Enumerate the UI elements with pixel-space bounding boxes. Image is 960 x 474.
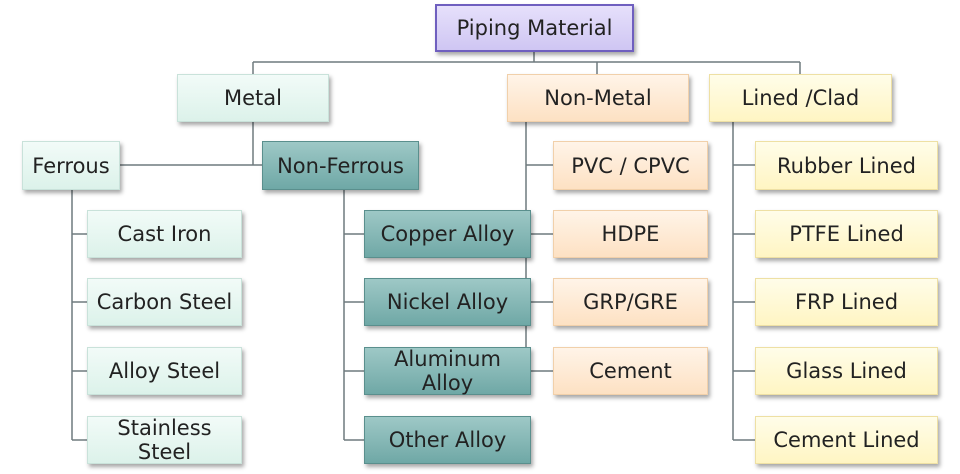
lined-item: FRP Lined [755,278,938,326]
ferrous-item: Stainless Steel [87,416,242,464]
ferrous-item: Alloy Steel [87,347,242,395]
non-ferrous-item-label: Nickel Alloy [386,290,509,314]
ferrous-item: Carbon Steel [87,278,242,326]
non-ferrous-item-label: Copper Alloy [380,222,515,246]
ferrous-item-label: Stainless Steel [117,416,212,464]
non-ferrous-item: Other Alloy [364,416,531,464]
root-node: Piping Material [435,4,634,52]
non-ferrous-node: Non-Ferrous [262,141,419,190]
ferrous-item: Cast Iron [87,210,242,258]
ferrous-item-label: Cast Iron [117,222,212,246]
non-ferrous-item-label: Other Alloy [388,428,507,452]
non-metal-label: Non-Metal [544,86,652,110]
non-ferrous-item: Copper Alloy [364,210,531,258]
lined-item: Glass Lined [755,347,938,395]
non-metal-item: Cement [553,347,708,395]
non-metal-item: GRP/GRE [553,278,708,326]
non-ferrous-item: Nickel Alloy [364,278,531,326]
lined-item-label: PTFE Lined [789,222,904,246]
ferrous-node: Ferrous [22,141,120,190]
non-metal-item-label: GRP/GRE [583,290,678,314]
ferrous-item-label: Alloy Steel [108,359,221,383]
lined-item-label: Cement Lined [773,428,920,452]
non-metal-item-label: Cement [589,359,672,383]
non-ferrous-item: Aluminum Alloy [364,347,531,395]
non-metal-item-label: PVC / CPVC [571,153,690,178]
metal-label: Metal [224,86,282,110]
non-metal-item: HDPE [553,210,708,258]
lined-item: PTFE Lined [755,210,938,258]
non-metal-item: PVC / CPVC [553,141,708,190]
lined-item-label: FRP Lined [794,290,899,314]
lined-item: Rubber Lined [755,141,938,190]
non-metal-item-label: HDPE [601,222,660,246]
lined-item: Cement Lined [755,416,938,464]
lined-clad-label: Lined /Clad [741,86,860,110]
non-ferrous-label: Non-Ferrous [277,153,404,178]
metal-node: Metal [177,74,329,122]
lined-item-label: Rubber Lined [777,153,916,178]
non-metal-node: Non-Metal [507,74,689,122]
ferrous-label: Ferrous [32,153,110,178]
root-label: Piping Material [456,16,613,40]
ferrous-item-label: Carbon Steel [96,290,233,314]
lined-item-label: Glass Lined [786,359,907,383]
lined-clad-node: Lined /Clad [709,74,892,122]
non-ferrous-item-label: Aluminum Alloy [394,347,501,395]
